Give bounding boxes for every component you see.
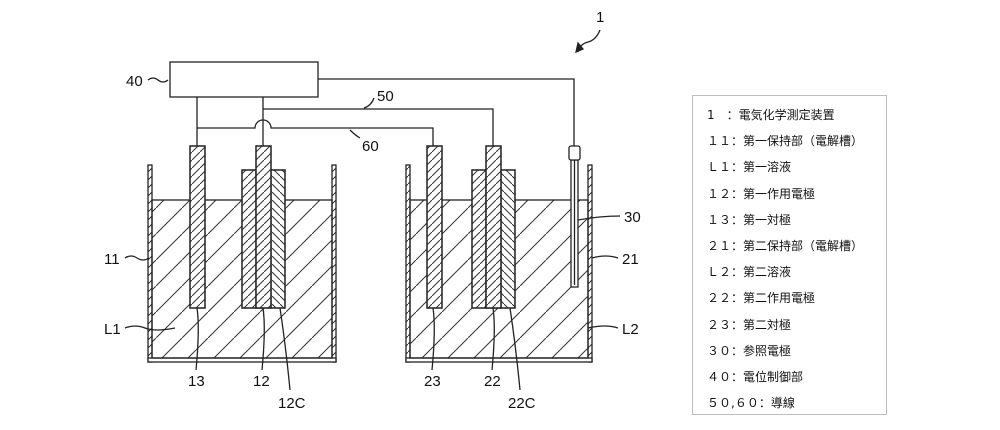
label-1: 1 — [596, 9, 604, 26]
potential-controller-box — [169, 61, 319, 98]
label-22C: 22C — [508, 395, 536, 412]
electrochemical-device-diagram: 1 40 50 60 11 L1 13 12 12C 30 21 L2 23 2… — [104, 9, 641, 412]
lead-50 — [263, 108, 494, 146]
label-21: 21 — [622, 251, 639, 268]
legend-item: １２：第一作用電極 — [707, 186, 816, 201]
label-40: 40 — [126, 73, 143, 90]
legend-item: 1 ：電気化学測定装置 — [707, 108, 835, 122]
reference-legend: 1 ：電気化学測定装置 １１：第一保持部（電解槽） Ｌ１：第一溶液 １２：第一作… — [692, 95, 887, 415]
label-50: 50 — [377, 88, 394, 105]
legend-item: ３０：参照電極 — [707, 343, 792, 358]
legend-item: １３：第一対極 — [707, 212, 792, 227]
label-12C: 12C — [278, 395, 306, 412]
legend-item: １１：第一保持部（電解槽） — [707, 134, 864, 149]
legend-item: Ｌ１：第一溶液 — [707, 160, 792, 175]
ref-wire — [318, 78, 575, 147]
label-L2: L2 — [622, 321, 639, 338]
legend-item: ２３：第二対極 — [707, 317, 792, 332]
label-22: 22 — [484, 373, 501, 390]
legend-item: ２１：第二保持部（電解槽） — [707, 238, 864, 253]
label-11: 11 — [104, 251, 120, 268]
label-12: 12 — [253, 373, 270, 390]
label-30: 30 — [624, 209, 641, 226]
label-23: 23 — [424, 373, 441, 390]
legend-item: ４０：電位制御部 — [707, 369, 804, 384]
label-13: 13 — [188, 373, 205, 390]
legend-item: Ｌ２：第二溶液 — [707, 265, 792, 280]
lead-60 — [197, 119, 434, 146]
legend-item: ５０,６０：導線 — [707, 396, 795, 411]
label-L1: L1 — [104, 321, 121, 338]
legend-item: ２２：第二作用電極 — [707, 291, 816, 306]
label-60: 60 — [362, 138, 379, 155]
